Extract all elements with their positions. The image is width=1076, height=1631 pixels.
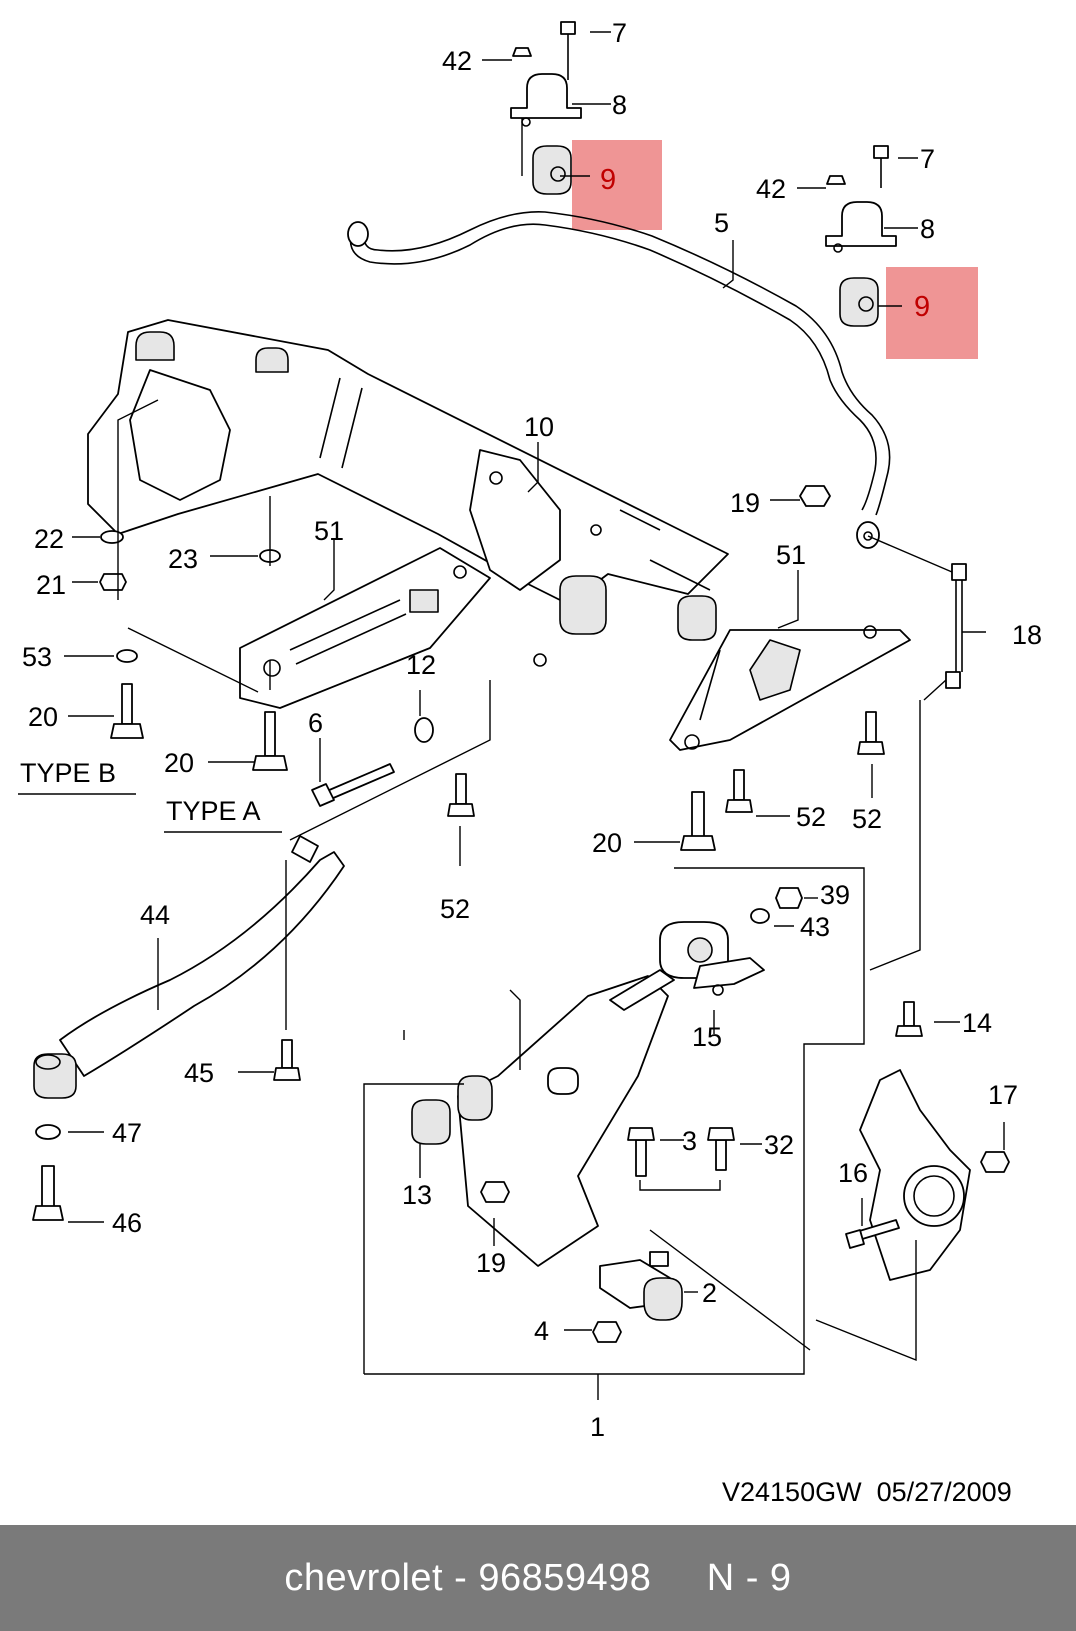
- callout-47: 47: [112, 1118, 142, 1148]
- callout-42: 42: [442, 46, 472, 76]
- type-a-label: TYPE A: [166, 796, 261, 826]
- footer-bar: chevrolet - 96859498 N - 9: [0, 1525, 1076, 1631]
- callout-9: 9: [914, 291, 930, 323]
- callout-20: 20: [592, 828, 622, 858]
- callout-12: 12: [406, 650, 436, 680]
- callout-labels: 7 42 8 9 7 42 8 9 5 10 19 51 51 18 22 21…: [22, 18, 1042, 1442]
- callout-22: 22: [34, 524, 64, 554]
- callout-32: 32: [764, 1130, 794, 1160]
- fasteners: [32, 485, 1010, 1343]
- tension-rod: [33, 835, 345, 1099]
- callout-5: 5: [714, 208, 729, 238]
- lower-control-arm: [457, 921, 765, 1267]
- callout-3: 3: [682, 1126, 697, 1156]
- callout-10: 10: [524, 412, 554, 442]
- leader-lines: [64, 31, 1005, 1400]
- exploded-parts-diagram: 7 42 8 9 7 42 8 9 5 10 19 51 51 18 22 21…: [18, 18, 1042, 1442]
- ball-joint: [599, 1251, 683, 1321]
- callout-16: 16: [838, 1158, 868, 1188]
- callout-6: 6: [308, 708, 323, 738]
- callout-2: 2: [702, 1278, 717, 1308]
- bushing-group-left: [510, 21, 582, 195]
- callout-45: 45: [184, 1058, 214, 1088]
- callout-14: 14: [962, 1008, 992, 1038]
- callout-46: 46: [112, 1208, 142, 1238]
- callout-4: 4: [534, 1316, 549, 1346]
- callout-19: 19: [730, 488, 760, 518]
- crossmember: [87, 319, 729, 667]
- callout-13: 13: [402, 1180, 432, 1210]
- callout-7: 7: [920, 144, 935, 174]
- shield-right: [669, 625, 911, 751]
- callout-20: 20: [164, 748, 194, 778]
- steering-knuckle: [859, 1069, 971, 1281]
- callout-17: 17: [988, 1080, 1018, 1110]
- callout-9: 9: [600, 164, 616, 196]
- shield-left: [239, 547, 491, 709]
- bushing-group-right: [825, 145, 897, 327]
- callout-52: 52: [796, 802, 826, 832]
- callout-21: 21: [36, 570, 66, 600]
- callout-53: 53: [22, 642, 52, 672]
- stabilizer-link: [867, 535, 967, 701]
- callout-52: 52: [440, 894, 470, 924]
- callout-23: 23: [168, 544, 198, 574]
- callout-51: 51: [314, 516, 344, 546]
- highlight-box-9-right: [886, 267, 978, 359]
- callout-39: 39: [820, 880, 850, 910]
- callout-1: 1: [590, 1412, 605, 1442]
- callout-52: 52: [852, 804, 882, 834]
- callout-15: 15: [692, 1022, 722, 1052]
- callout-7: 7: [612, 18, 627, 48]
- footer-caption: chevrolet - 96859498 N - 9: [284, 1556, 792, 1599]
- callout-42: 42: [756, 174, 786, 204]
- callout-44: 44: [140, 900, 170, 930]
- callout-19: 19: [476, 1248, 506, 1278]
- callout-43: 43: [800, 912, 830, 942]
- type-b-label: TYPE B: [20, 758, 116, 788]
- callout-20: 20: [28, 702, 58, 732]
- type-labels: TYPE B TYPE A: [18, 758, 282, 833]
- stabilizer-bar: [347, 211, 891, 549]
- callout-51: 51: [776, 540, 806, 570]
- callout-8: 8: [920, 214, 935, 244]
- callout-18: 18: [1012, 620, 1042, 650]
- drawing-code: V24150GW 05/27/2009: [722, 1477, 1012, 1507]
- callout-8: 8: [612, 90, 627, 120]
- highlight-box-9-left: [572, 140, 662, 230]
- bushing-13: [411, 1099, 451, 1145]
